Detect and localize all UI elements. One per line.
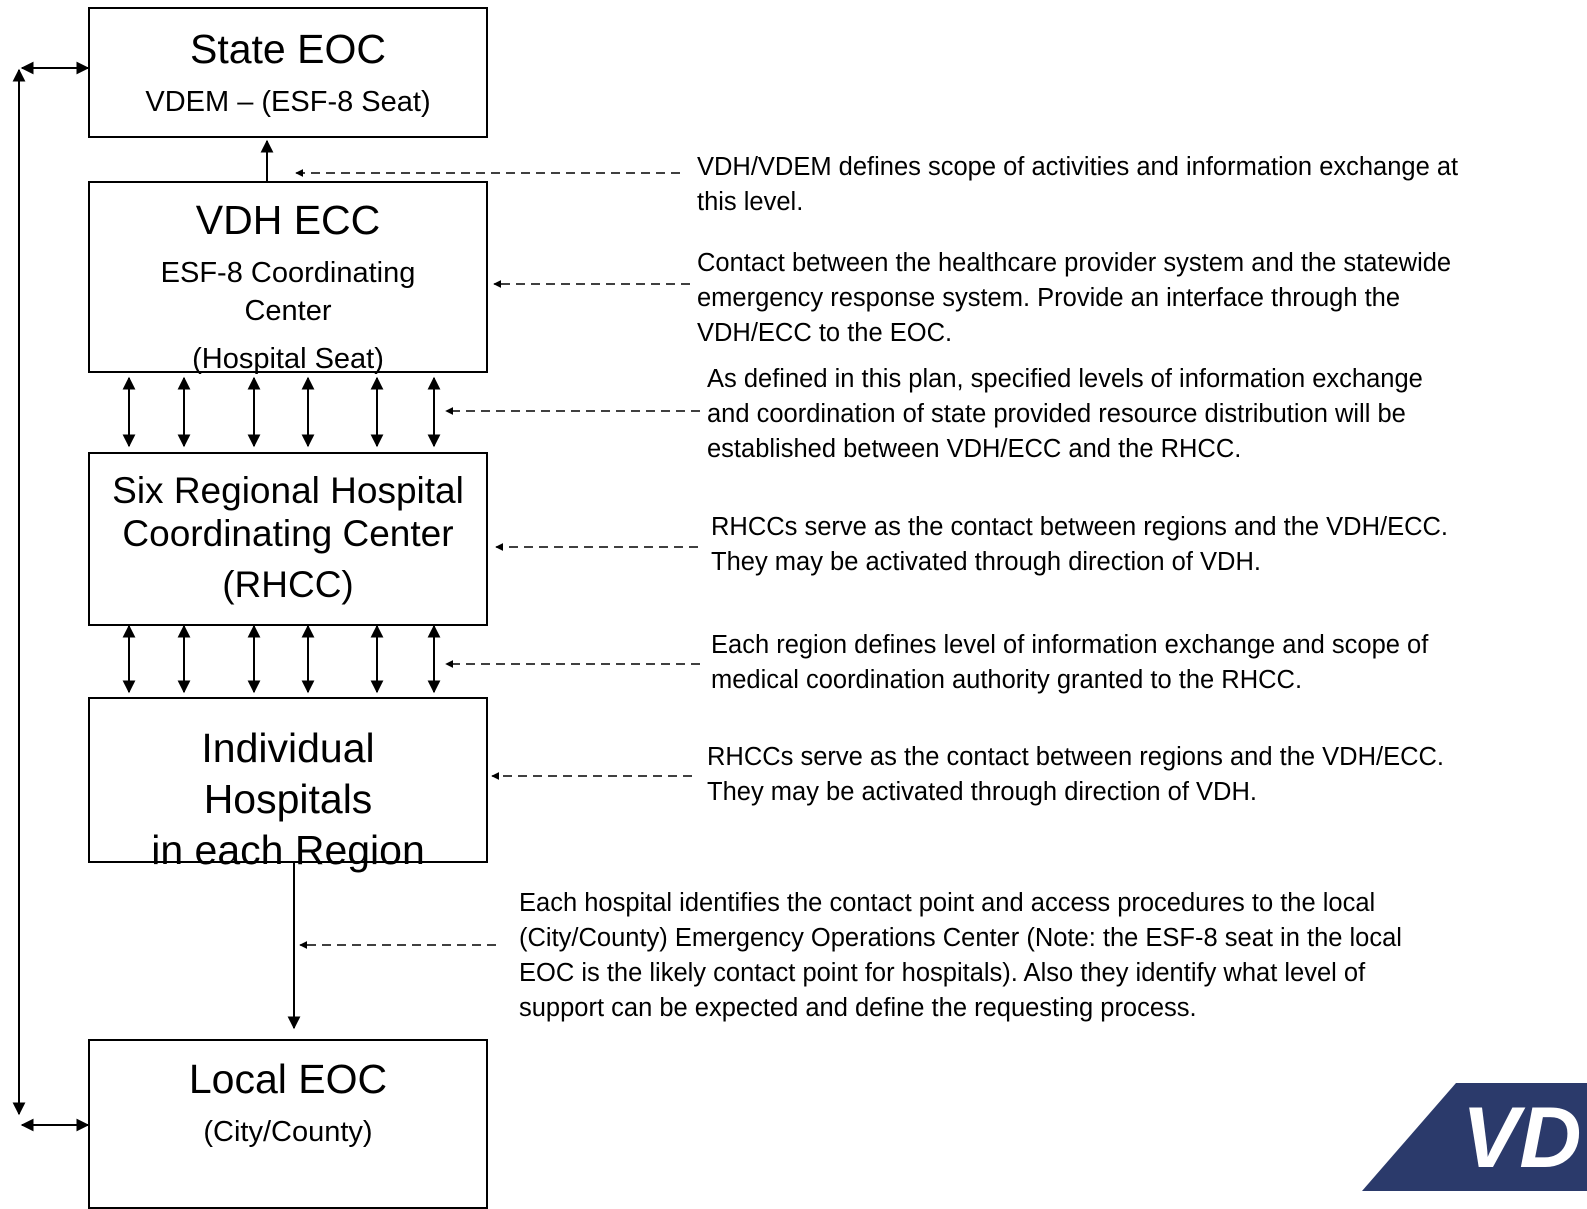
annotation-state-vdh: VDH/VDEM defines scope of activities and… [697,150,1458,220]
annotation-line: Contact between the healthcare provider … [697,249,1452,277]
annotation-line: EOC is the likely contact point for hosp… [519,959,1366,987]
annotation-line: and coordination of state provided resou… [707,400,1406,428]
annotation-line: Each hospital identifies the contact poi… [519,889,1376,917]
rhcc-hospital-arrows [122,624,441,694]
vdh-ecc-box: VDH ECC ESF-8 Coordinating Center (Hospi… [88,181,488,375]
vdh-ecc-line2: Center [244,295,332,327]
annotation-line: VDH/VDEM defines scope of activities and… [697,153,1459,181]
annotation-vdh-ecc: Contact between the healthcare provider … [697,246,1451,351]
state-local-link [12,61,90,1132]
hospitals-box: Individual Hospitals in each Region [88,697,488,871]
vdh-ecc-line3: (Hospital Seat) [192,343,384,375]
hospitals-line1: Individual [201,725,375,771]
annotation-line: emergency response system. Provide an in… [697,284,1401,312]
vdh-ecc-title: VDH ECC [195,197,381,243]
annotation-line: Each region defines level of information… [711,631,1429,659]
rhcc-line1: Six Regional Hospital [112,470,464,511]
local-eoc-box: Local EOC (City/County) [88,1039,488,1209]
local-eoc-title: Local EOC [188,1056,388,1102]
annotation-line: this level. [697,188,804,216]
vdh-ecc-line1: ESF-8 Coordinating [160,257,416,289]
annotation-line: RHCCs serve as the contact between regio… [711,513,1449,541]
annotation-line: established between VDH/ECC and the RHCC… [707,435,1242,463]
annotation-line: As defined in this plan, specified level… [707,365,1423,393]
annotation-line: RHCCs serve as the contact between regio… [707,743,1445,771]
state-eoc-box: State EOC VDEM – (ESF-8 Seat) [88,7,488,138]
rhcc-line3: (RHCC) [222,564,354,605]
svg-text:VD: VD [1462,1090,1581,1186]
annotation-line: (City/County) Emergency Operations Cente… [519,924,1402,952]
annotation-line: medical coordination authority granted t… [711,666,1303,694]
vdh-rhcc-arrows [122,376,441,448]
annotation-vdh-rhcc: As defined in this plan, specified level… [707,362,1423,467]
annotation-line: support can be expected and define the r… [519,994,1197,1022]
annotation-hospitals: RHCCs serve as the contact between regio… [707,740,1444,810]
rhcc-box: Six Regional Hospital Coordinating Cente… [88,452,488,626]
state-eoc-subtitle: VDEM – (ESF-8 Seat) [145,86,431,118]
annotation-line: They may be activated through direction … [711,548,1261,576]
annotation-line: VDH/ECC to the EOC. [697,319,953,347]
hospitals-line2: Hospitals [203,776,373,822]
annotation-line: They may be activated through direction … [707,778,1257,806]
annotation-pointers [295,169,700,949]
annotation-hospitals-local: Each hospital identifies the contact poi… [519,886,1402,1026]
annotation-rhcc: RHCCs serve as the contact between regio… [711,510,1448,580]
rhcc-line2: Coordinating Center [122,513,454,554]
hospitals-line3: in each Region [151,827,425,873]
state-eoc-title: State EOC [190,26,386,72]
local-eoc-subtitle: (City/County) [203,1116,373,1148]
annotation-rhcc-hospitals: Each region defines level of information… [711,628,1428,698]
vdh-logo: VD [1362,1083,1587,1191]
